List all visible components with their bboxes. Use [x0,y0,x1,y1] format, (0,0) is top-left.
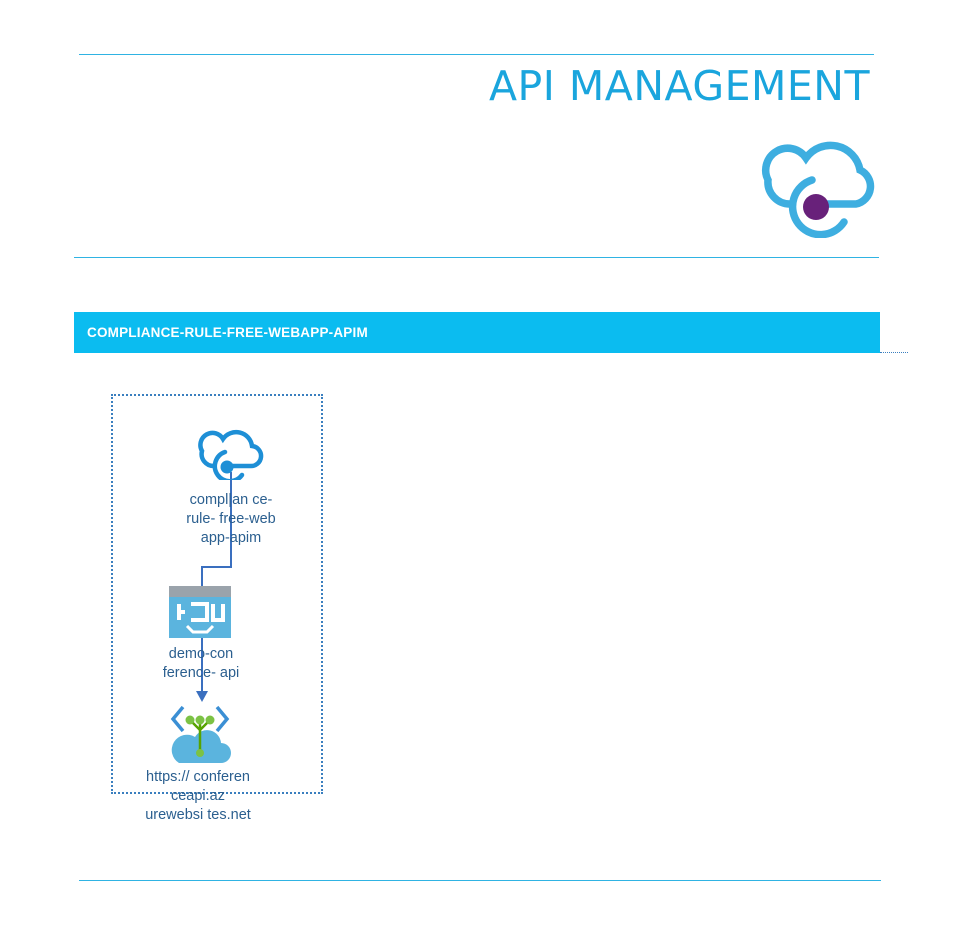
api-management-label: compl|an ce- rule- free-web app-apim [186,492,276,546]
header-bottom-rule [74,257,879,258]
section-header: COMPLIANCE-RULE-FREE-WEBAPP-APIM [74,312,880,353]
resource-group-boundary [111,394,323,794]
web-app-backend-icon [170,705,231,763]
api-icon [169,586,231,638]
api-label: demo-con ference- api [162,646,240,681]
api-management-cloud-icon [762,141,875,238]
api-management-icon [198,429,264,480]
section-divider [880,352,908,353]
page-title: API MANAGEMENT [489,62,870,110]
bottom-rule [79,880,881,881]
top-rule [79,54,874,55]
backend-url-label: https:// conferen ceapi.az urewebsi tes.… [145,769,251,823]
section-title: COMPLIANCE-RULE-FREE-WEBAPP-APIM [87,325,368,340]
